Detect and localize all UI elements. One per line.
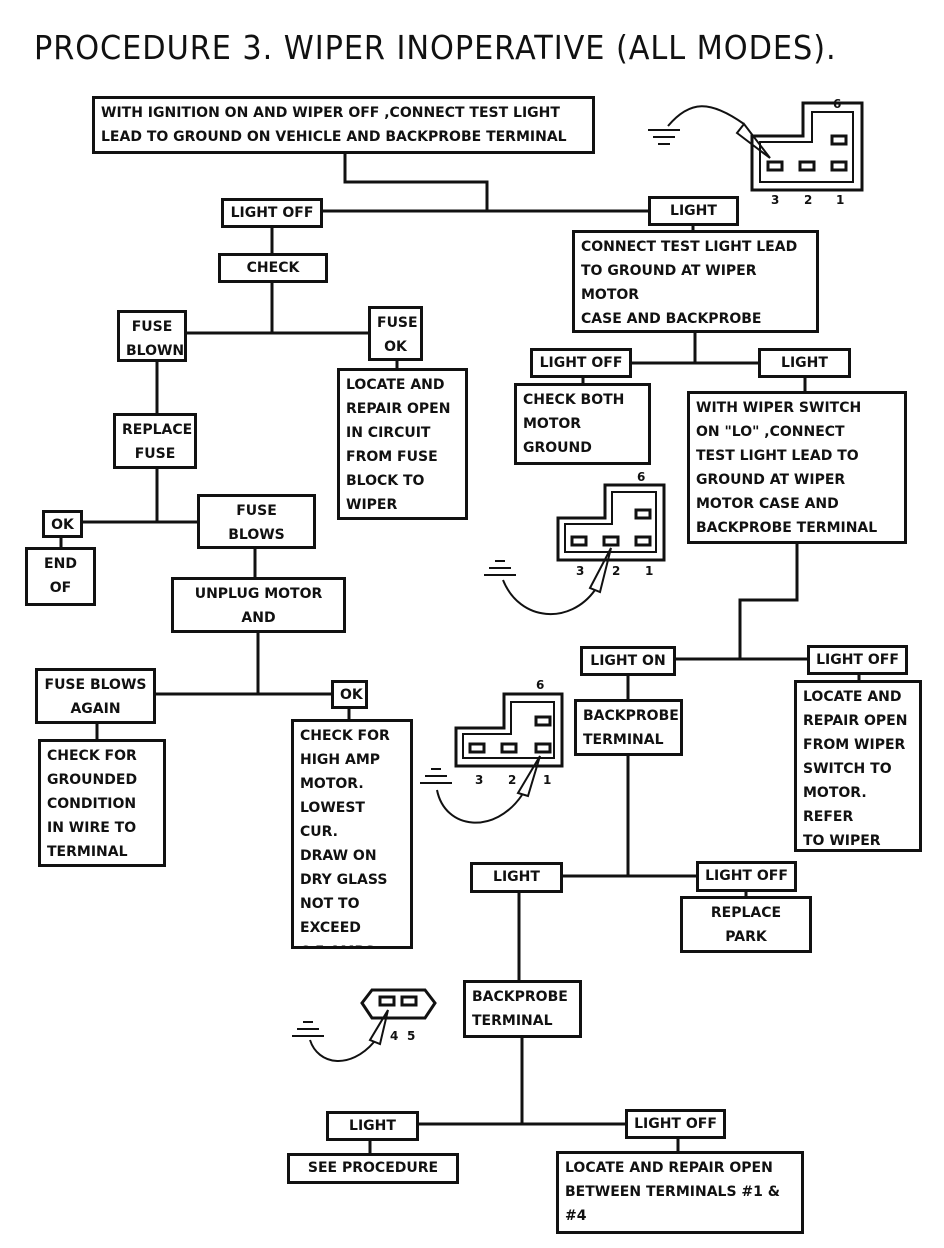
connector-3-pin-1: 1 <box>543 773 552 787</box>
connector-1-pin-3: 3 <box>771 193 780 207</box>
connector-2-pin-1: 1 <box>645 564 654 578</box>
connector-1-pin-1: 1 <box>836 193 845 207</box>
box-light-off-4: LIGHT OFF <box>696 861 797 892</box>
box-backprobe-terminal-4: BACKPROBE TERMINAL #4 <box>463 980 582 1038</box>
connector-diagram-1 <box>648 101 864 192</box>
connector-3-top-label: 6 <box>536 678 545 692</box>
box-fuse-ok: FUSE OK <box>368 306 423 361</box>
box-fuse-blown: FUSE BLOWN <box>117 310 187 362</box>
box-locate-repair-switch-motor: LOCATE AND REPAIR OPEN FROM WIPER SWITCH… <box>794 680 922 852</box>
box-see-procedure-11: SEE PROCEDURE #11 <box>287 1153 459 1184</box>
connector-2-pin-3: 3 <box>576 564 585 578</box>
connector-2-pin-2: 2 <box>612 564 621 578</box>
box-unplug-motor: UNPLUG MOTOR AND REPLACE FUSE <box>171 577 346 633</box>
connector-3-pin-3: 3 <box>475 773 484 787</box>
box-check-fuse: CHECK FUSE <box>218 253 328 283</box>
connector-4-pin-5: 5 <box>407 1029 416 1043</box>
box-light-on-4: LIGHT ON <box>470 862 563 893</box>
connector-4-pin-4: 4 <box>390 1029 399 1043</box>
box-light-on-1: LIGHT ON <box>648 196 739 226</box>
connector-1-pin-2: 2 <box>804 193 813 207</box>
box-locate-repair-fuse-block: LOCATE AND REPAIR OPEN IN CIRCUIT FROM F… <box>337 368 468 520</box>
box-light-on-5: LIGHT ON <box>326 1111 419 1141</box>
connector-diagram-2 <box>484 483 666 615</box>
connector-diagram-4 <box>292 988 437 1062</box>
box-connect-motor-case: CONNECT TEST LIGHT LEAD TO GROUND AT WIP… <box>572 230 819 333</box>
box-replace-fuse: REPLACE FUSE <box>113 413 197 469</box>
box-ok-1: OK <box>42 510 83 538</box>
box-light-off-1: LIGHT OFF <box>221 198 323 228</box>
wire-start-down <box>343 152 489 211</box>
connector-3-pin-2: 2 <box>508 773 517 787</box>
box-locate-repair-wiring-harness: LOCATE AND REPAIR OPEN BETWEEN TERMINALS… <box>556 1151 804 1234</box>
box-fuse-blows-again-2: FUSE BLOWS AGAIN <box>35 668 156 724</box>
page-title: PROCEDURE 3. WIPER INOPERATIVE (ALL MODE… <box>34 28 837 67</box>
connector-2-top-label: 6 <box>637 470 646 484</box>
box-end-of-test: END OF TEST. <box>25 547 96 606</box>
box-light-on-2: LIGHT ON <box>758 348 851 378</box>
box-fuse-blows-again-1: FUSE BLOWS AGAIN <box>197 494 316 549</box>
box-replace-park-switch: REPLACE PARK SWITCH. <box>680 896 812 953</box>
wire-lo-down <box>738 544 799 659</box>
box-light-off-2: LIGHT OFF <box>530 348 632 378</box>
box-light-off-5: LIGHT OFF <box>625 1109 726 1139</box>
box-ok-2: OK <box>331 680 368 709</box>
box-check-high-amp-motor: CHECK FOR HIGH AMP MOTOR. LOWEST CUR. DR… <box>291 719 413 949</box>
connector-diagram-3 <box>420 692 564 824</box>
connector-1-top-label: 6 <box>833 97 842 111</box>
box-backprobe-terminal-1: BACKPROBE TERMINAL #1 <box>574 699 683 756</box>
box-start-instruction: WITH IGNITION ON AND WIPER OFF ,CONNECT … <box>92 96 595 154</box>
box-wiper-switch-lo: WITH WIPER SWITCH ON "LO" ,CONNECT TEST … <box>687 391 907 544</box>
box-check-motor-ground: CHECK BOTH MOTOR GROUND CONNECTIONS. <box>514 383 651 465</box>
box-check-grounded-condition: CHECK FOR GROUNDED CONDITION IN WIRE TO … <box>38 739 166 867</box>
box-light-on-3: LIGHT ON <box>580 646 676 676</box>
box-light-off-3: LIGHT OFF <box>807 645 908 675</box>
